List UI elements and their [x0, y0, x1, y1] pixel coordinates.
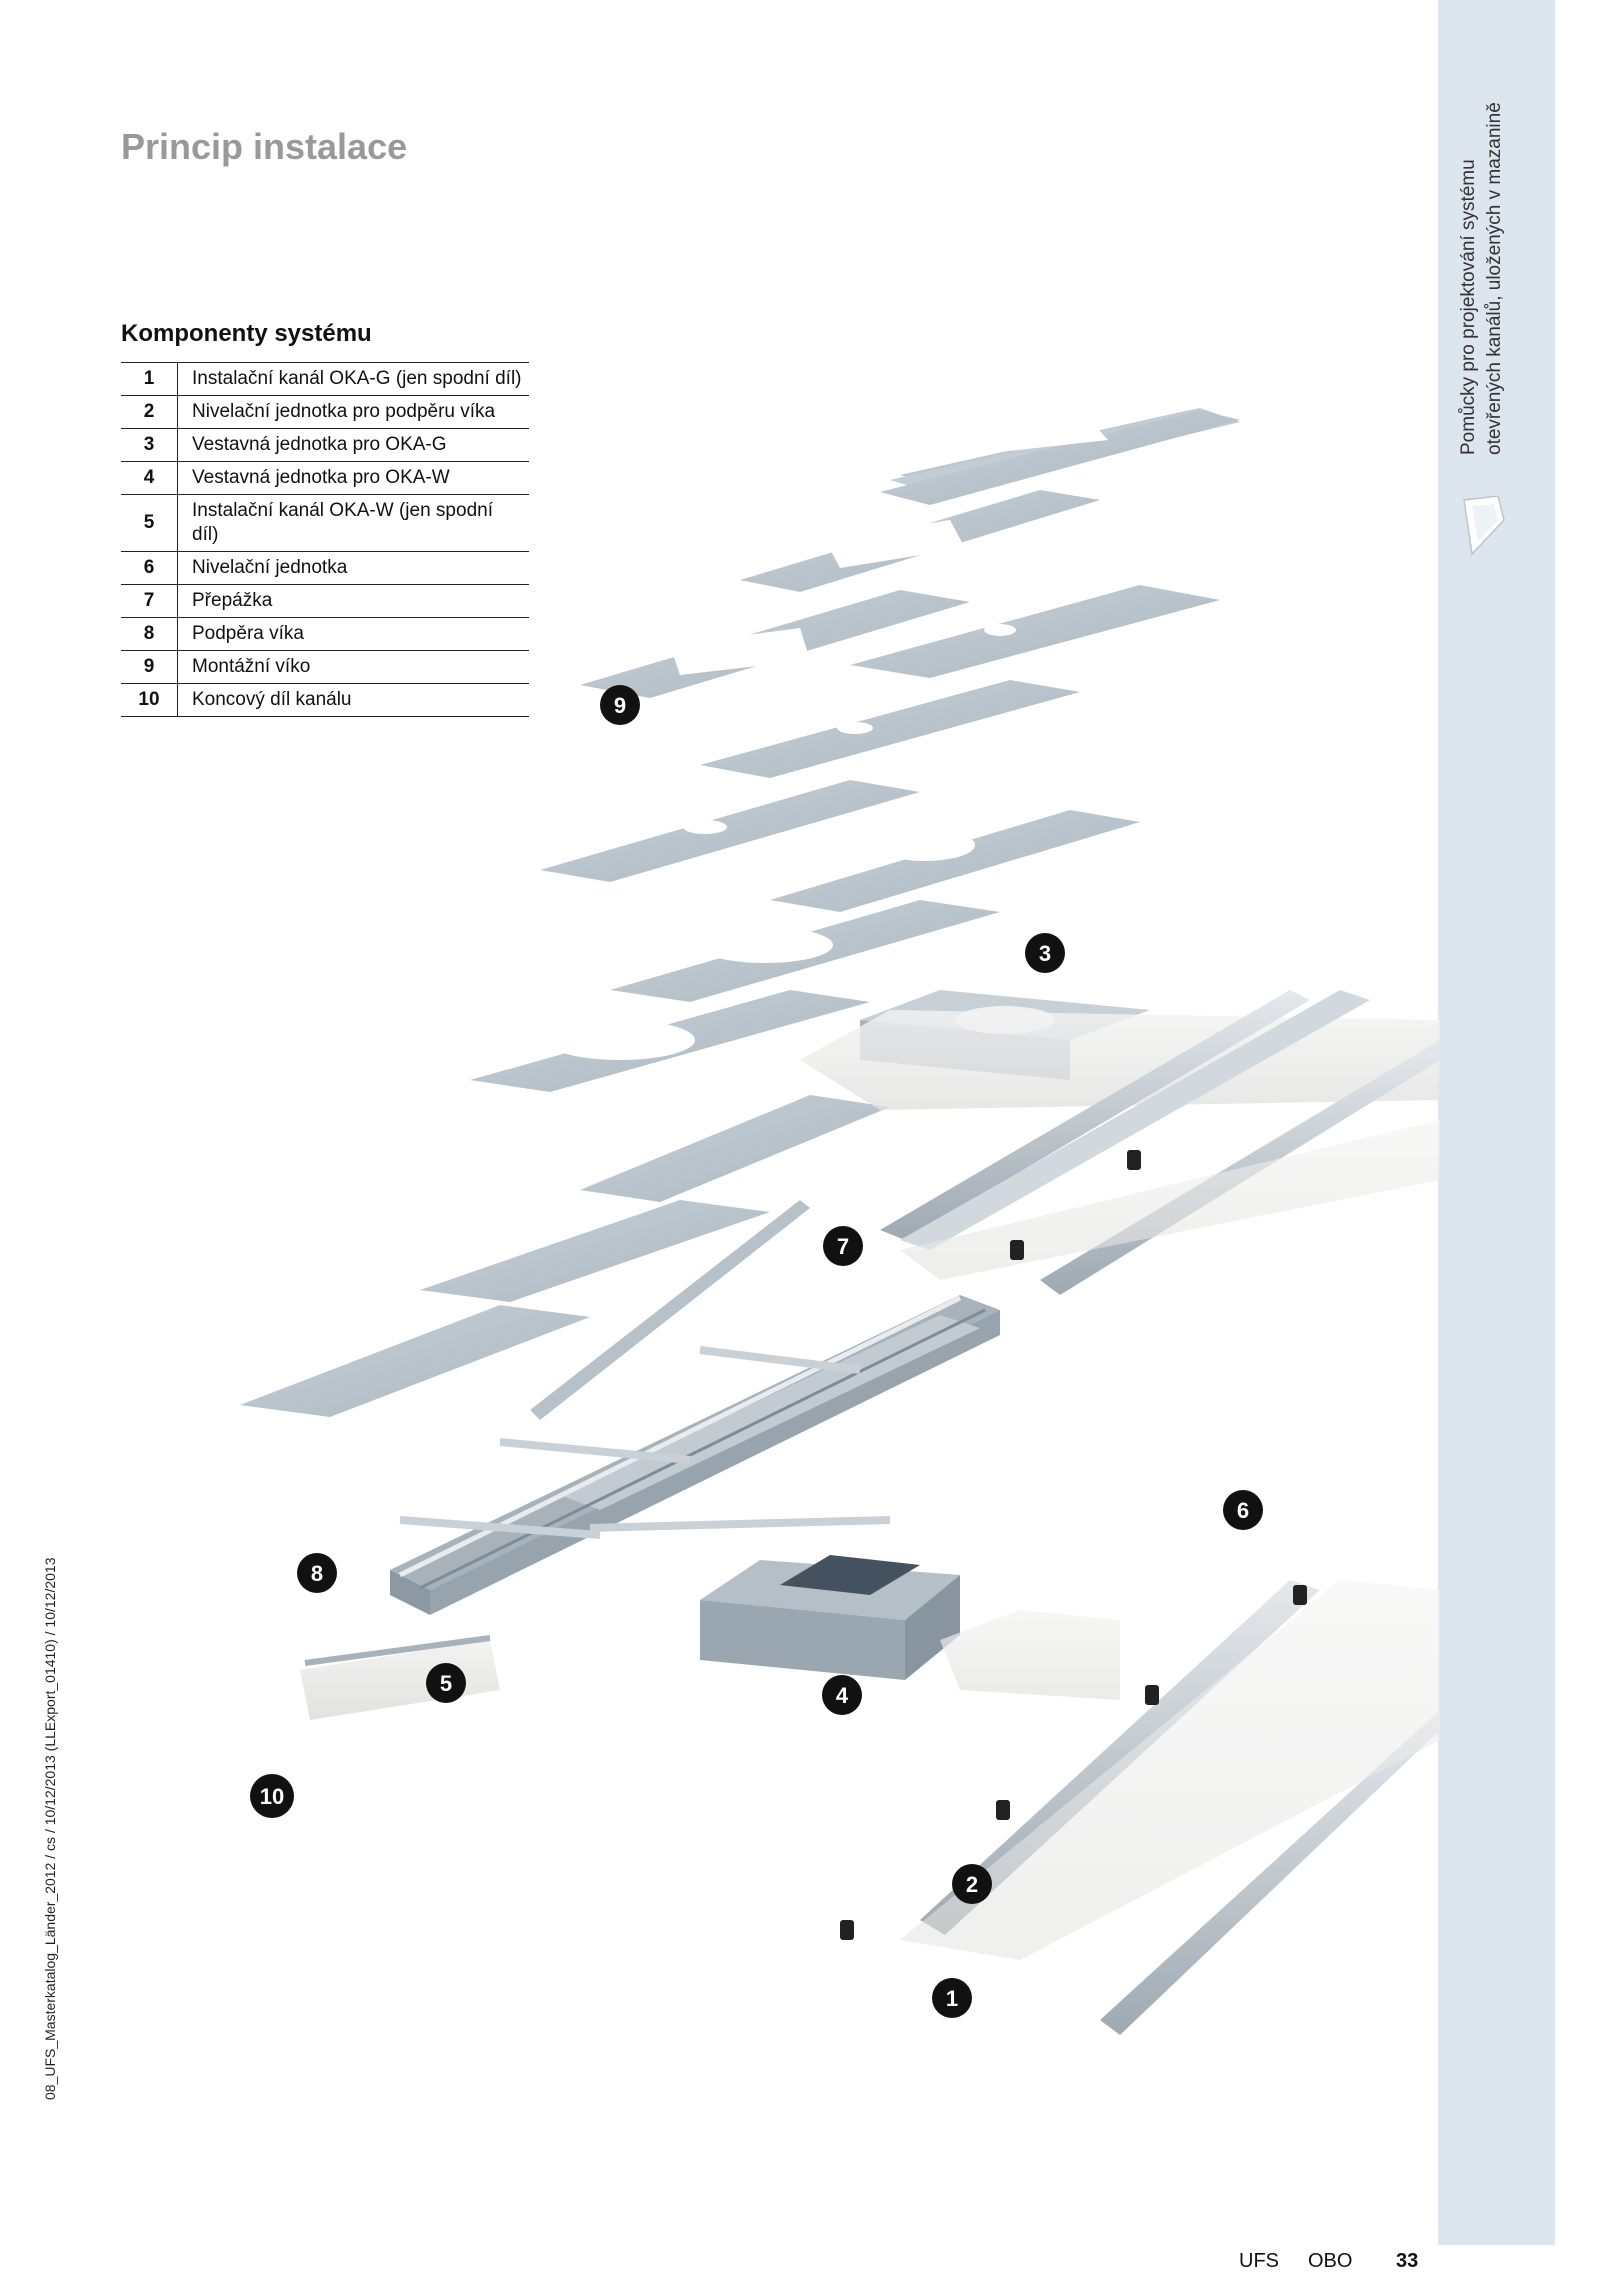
- exploded-installation-illustration: 9 3 7 6 8 5 4 10 2 1: [240, 408, 1440, 2035]
- channel-oka-g-rails: [800, 990, 1440, 1295]
- lower-rails: [300, 1580, 1440, 2035]
- badge-7-label: 7: [837, 1234, 849, 1259]
- row-number: 5: [121, 494, 178, 552]
- row-description: Podpěra víka: [177, 617, 529, 651]
- badge-6: 6: [1223, 1490, 1263, 1530]
- cover-plate: [580, 1095, 890, 1202]
- channel-oka-w: [390, 1295, 1000, 1615]
- badge-5: 5: [426, 1663, 466, 1703]
- cover-plate: [770, 810, 1140, 912]
- badge-2: 2: [952, 1864, 992, 1904]
- badge-1-label: 1: [946, 1986, 958, 2011]
- obo-logo-icon: [1463, 496, 1505, 556]
- cover-plate: [420, 1200, 770, 1302]
- row-number: 8: [121, 617, 178, 651]
- badge-9: 9: [600, 685, 640, 725]
- row-number: 6: [121, 551, 178, 585]
- badge-9-label: 9: [614, 693, 626, 718]
- row-description: Nivelační jednotka pro podpěru víka: [177, 395, 529, 429]
- row-number: 4: [121, 461, 178, 495]
- leveling-units: [840, 1150, 1307, 1940]
- badge-3: 3: [1025, 933, 1065, 973]
- row-description: Instalační kanál OKA-G (jen spodní díl): [177, 362, 529, 396]
- row-number: 9: [121, 650, 178, 684]
- cover-plates: [240, 408, 1240, 1417]
- section-title: Komponenty systému: [121, 320, 372, 347]
- page-number: 33: [1396, 2250, 1419, 2272]
- partition-strip: [530, 1200, 810, 1420]
- badge-2-label: 2: [966, 1872, 978, 1897]
- badge-3-label: 3: [1039, 941, 1051, 966]
- badge-8: 8: [297, 1553, 337, 1593]
- badge-4-label: 4: [836, 1683, 849, 1708]
- badge-6-label: 6: [1237, 1498, 1249, 1523]
- badge-1: 1: [932, 1978, 972, 2018]
- row-description: Instalační kanál OKA-W (jen spodní díl): [177, 494, 529, 552]
- row-number: 1: [121, 362, 178, 396]
- badge-10-label: 10: [260, 1784, 284, 1809]
- row-description: Nivelační jednotka: [177, 551, 529, 585]
- row-description: Koncový díl kanálu: [177, 683, 529, 717]
- row-number: 7: [121, 584, 178, 618]
- row-number: 2: [121, 395, 178, 429]
- badge-10: 10: [250, 1774, 294, 1818]
- installation-unit-oka-w: [700, 1555, 960, 1680]
- page-title: Princip instalace: [121, 126, 408, 167]
- cover-plate: [700, 680, 1080, 778]
- row-description: Montážní víko: [177, 650, 529, 684]
- badge-5-label: 5: [440, 1671, 452, 1696]
- badge-4: 4: [822, 1675, 862, 1715]
- footer-ufs: UFS: [1239, 2250, 1279, 2272]
- cover-plate: [240, 1305, 590, 1417]
- file-reference-margin-text: 08_UFS_Masterkatalog_Länder_2012 / cs / …: [42, 1557, 58, 2101]
- cover-plate: [850, 585, 1220, 678]
- badge-8-label: 8: [311, 1561, 323, 1586]
- row-number: 10: [121, 683, 178, 717]
- footer-obo: OBO: [1308, 2250, 1353, 2272]
- sidebar-chapter-text: Pomůcky pro projektování systému otevřen…: [1458, 102, 1505, 455]
- badge-7: 7: [823, 1226, 863, 1266]
- row-number: 3: [121, 428, 178, 462]
- cover-plate: [540, 780, 920, 882]
- row-description: Přepážka: [177, 584, 529, 618]
- row-description: Vestavná jednotka pro OKA-W: [177, 461, 529, 495]
- sidebar-band: [1438, 0, 1555, 2245]
- row-description: Vestavná jednotka pro OKA-G: [177, 428, 529, 462]
- cover-plate: [880, 410, 1240, 505]
